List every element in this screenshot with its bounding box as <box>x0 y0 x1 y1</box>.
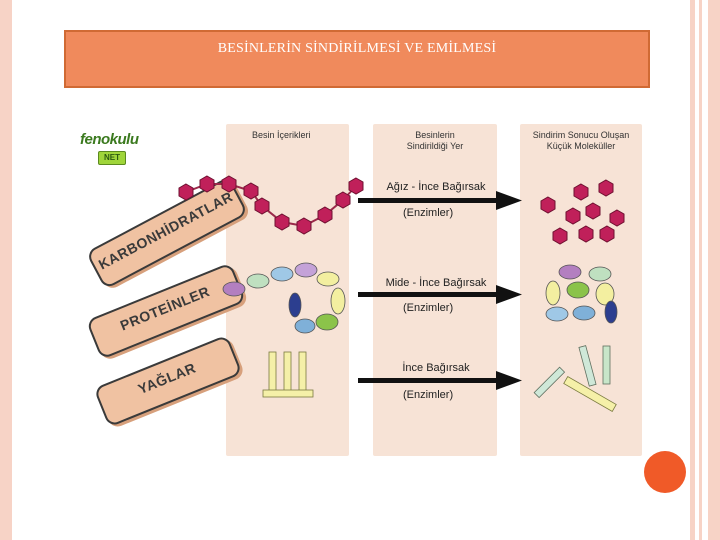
glucose-icon <box>585 202 601 220</box>
digestion-route-label: İnce Bağırsak <box>402 362 470 374</box>
fatty-acid <box>268 351 277 393</box>
fatty-acid-icon <box>533 366 566 399</box>
glucose-icon <box>598 179 614 197</box>
arrow-shaft <box>358 198 498 203</box>
amino-acid-icon <box>572 305 596 321</box>
column-digestion-site: Besinlerin Sindirildiği Yer <box>373 124 497 456</box>
amino-acid <box>294 318 316 334</box>
amino-acid <box>270 266 294 282</box>
amino-acid-icon <box>604 300 618 324</box>
fatty-acid-molecules <box>533 345 617 413</box>
logo-name: fenokulu <box>80 131 139 148</box>
slide-right-stripe <box>690 0 695 540</box>
enzyme-label: (Enzimler) <box>403 302 454 314</box>
arrow-shaft <box>358 292 498 297</box>
glucose-unit <box>243 182 259 200</box>
glucose-unit <box>317 206 333 224</box>
title-box: BESİNLERİN SİNDİRİLMESİ VE EMİLMESİ <box>64 30 650 88</box>
glucose-icon <box>609 209 625 227</box>
carbohydrate-chain <box>178 175 364 235</box>
glycerol-icon <box>563 375 617 413</box>
digestion-route-label: Mide - İnce Bağırsak <box>385 277 487 289</box>
amino-acid <box>316 271 340 287</box>
amino-acid-icon <box>566 281 590 299</box>
amino-acid-icon <box>545 280 561 306</box>
glucose-unit <box>254 197 270 215</box>
arrow-head <box>496 191 522 210</box>
slide-left-border <box>0 0 12 540</box>
amino-acid <box>330 287 346 315</box>
fatty-acid <box>283 351 292 393</box>
column-heading: Besin İçerikleri <box>252 130 311 140</box>
glucose-unit <box>335 191 351 209</box>
amino-acid <box>315 313 339 331</box>
amino-acid <box>294 262 318 278</box>
glucose-icon <box>573 183 589 201</box>
glucose-icon <box>578 225 594 243</box>
slide-title: BESİNLERİN SİNDİRİLMESİ VE EMİLMESİ <box>217 41 497 56</box>
amino-acid-icon <box>545 306 569 322</box>
amino-acid <box>222 281 246 297</box>
fatty-acid-icon <box>578 345 597 387</box>
fatty-acid-icon <box>602 345 611 385</box>
slide-right-stripe <box>699 0 702 540</box>
arrow-head <box>496 285 522 304</box>
glycerol <box>262 389 314 398</box>
arrow-shaft <box>358 378 498 383</box>
amino-acid-icon <box>588 266 612 282</box>
glucose-molecules <box>540 179 625 245</box>
amino-acid-molecules <box>545 264 618 324</box>
arrows <box>358 191 522 390</box>
digestion-route-label: Ağız - İnce Bağırsak <box>386 181 486 193</box>
amino-acid <box>246 273 270 289</box>
protein-chain <box>222 262 346 334</box>
amino-acid-icon <box>558 264 582 280</box>
slide-right-border <box>708 0 720 540</box>
amino-acid-icon <box>595 282 615 306</box>
logo-badge: NET <box>98 151 126 165</box>
column-heading: Sindirim Sonucu Oluşan Küçük Moleküller <box>532 130 630 151</box>
amino-acid <box>288 292 302 318</box>
glucose-unit <box>274 213 290 231</box>
enzyme-label: (Enzimler) <box>403 389 454 401</box>
glucose-icon <box>540 196 556 214</box>
fat-molecule <box>262 351 314 398</box>
decorative-circle <box>644 451 686 493</box>
arrow-head <box>496 371 522 390</box>
glucose-unit <box>296 217 312 235</box>
column-nutrient-content: Besin İçerikleri <box>226 124 349 456</box>
glucose-unit <box>221 175 237 193</box>
glucose-unit <box>178 183 194 201</box>
fatty-acid <box>298 351 307 393</box>
glucose-unit <box>348 177 364 195</box>
glucose-icon <box>599 225 615 243</box>
glucose-icon <box>552 227 568 245</box>
glucose-icon <box>565 207 581 225</box>
enzyme-label: (Enzimler) <box>403 207 454 219</box>
column-heading: Besinlerin Sindirildiği Yer <box>406 130 464 151</box>
glucose-unit <box>199 175 215 193</box>
logo: fenokulu NET <box>80 131 144 167</box>
